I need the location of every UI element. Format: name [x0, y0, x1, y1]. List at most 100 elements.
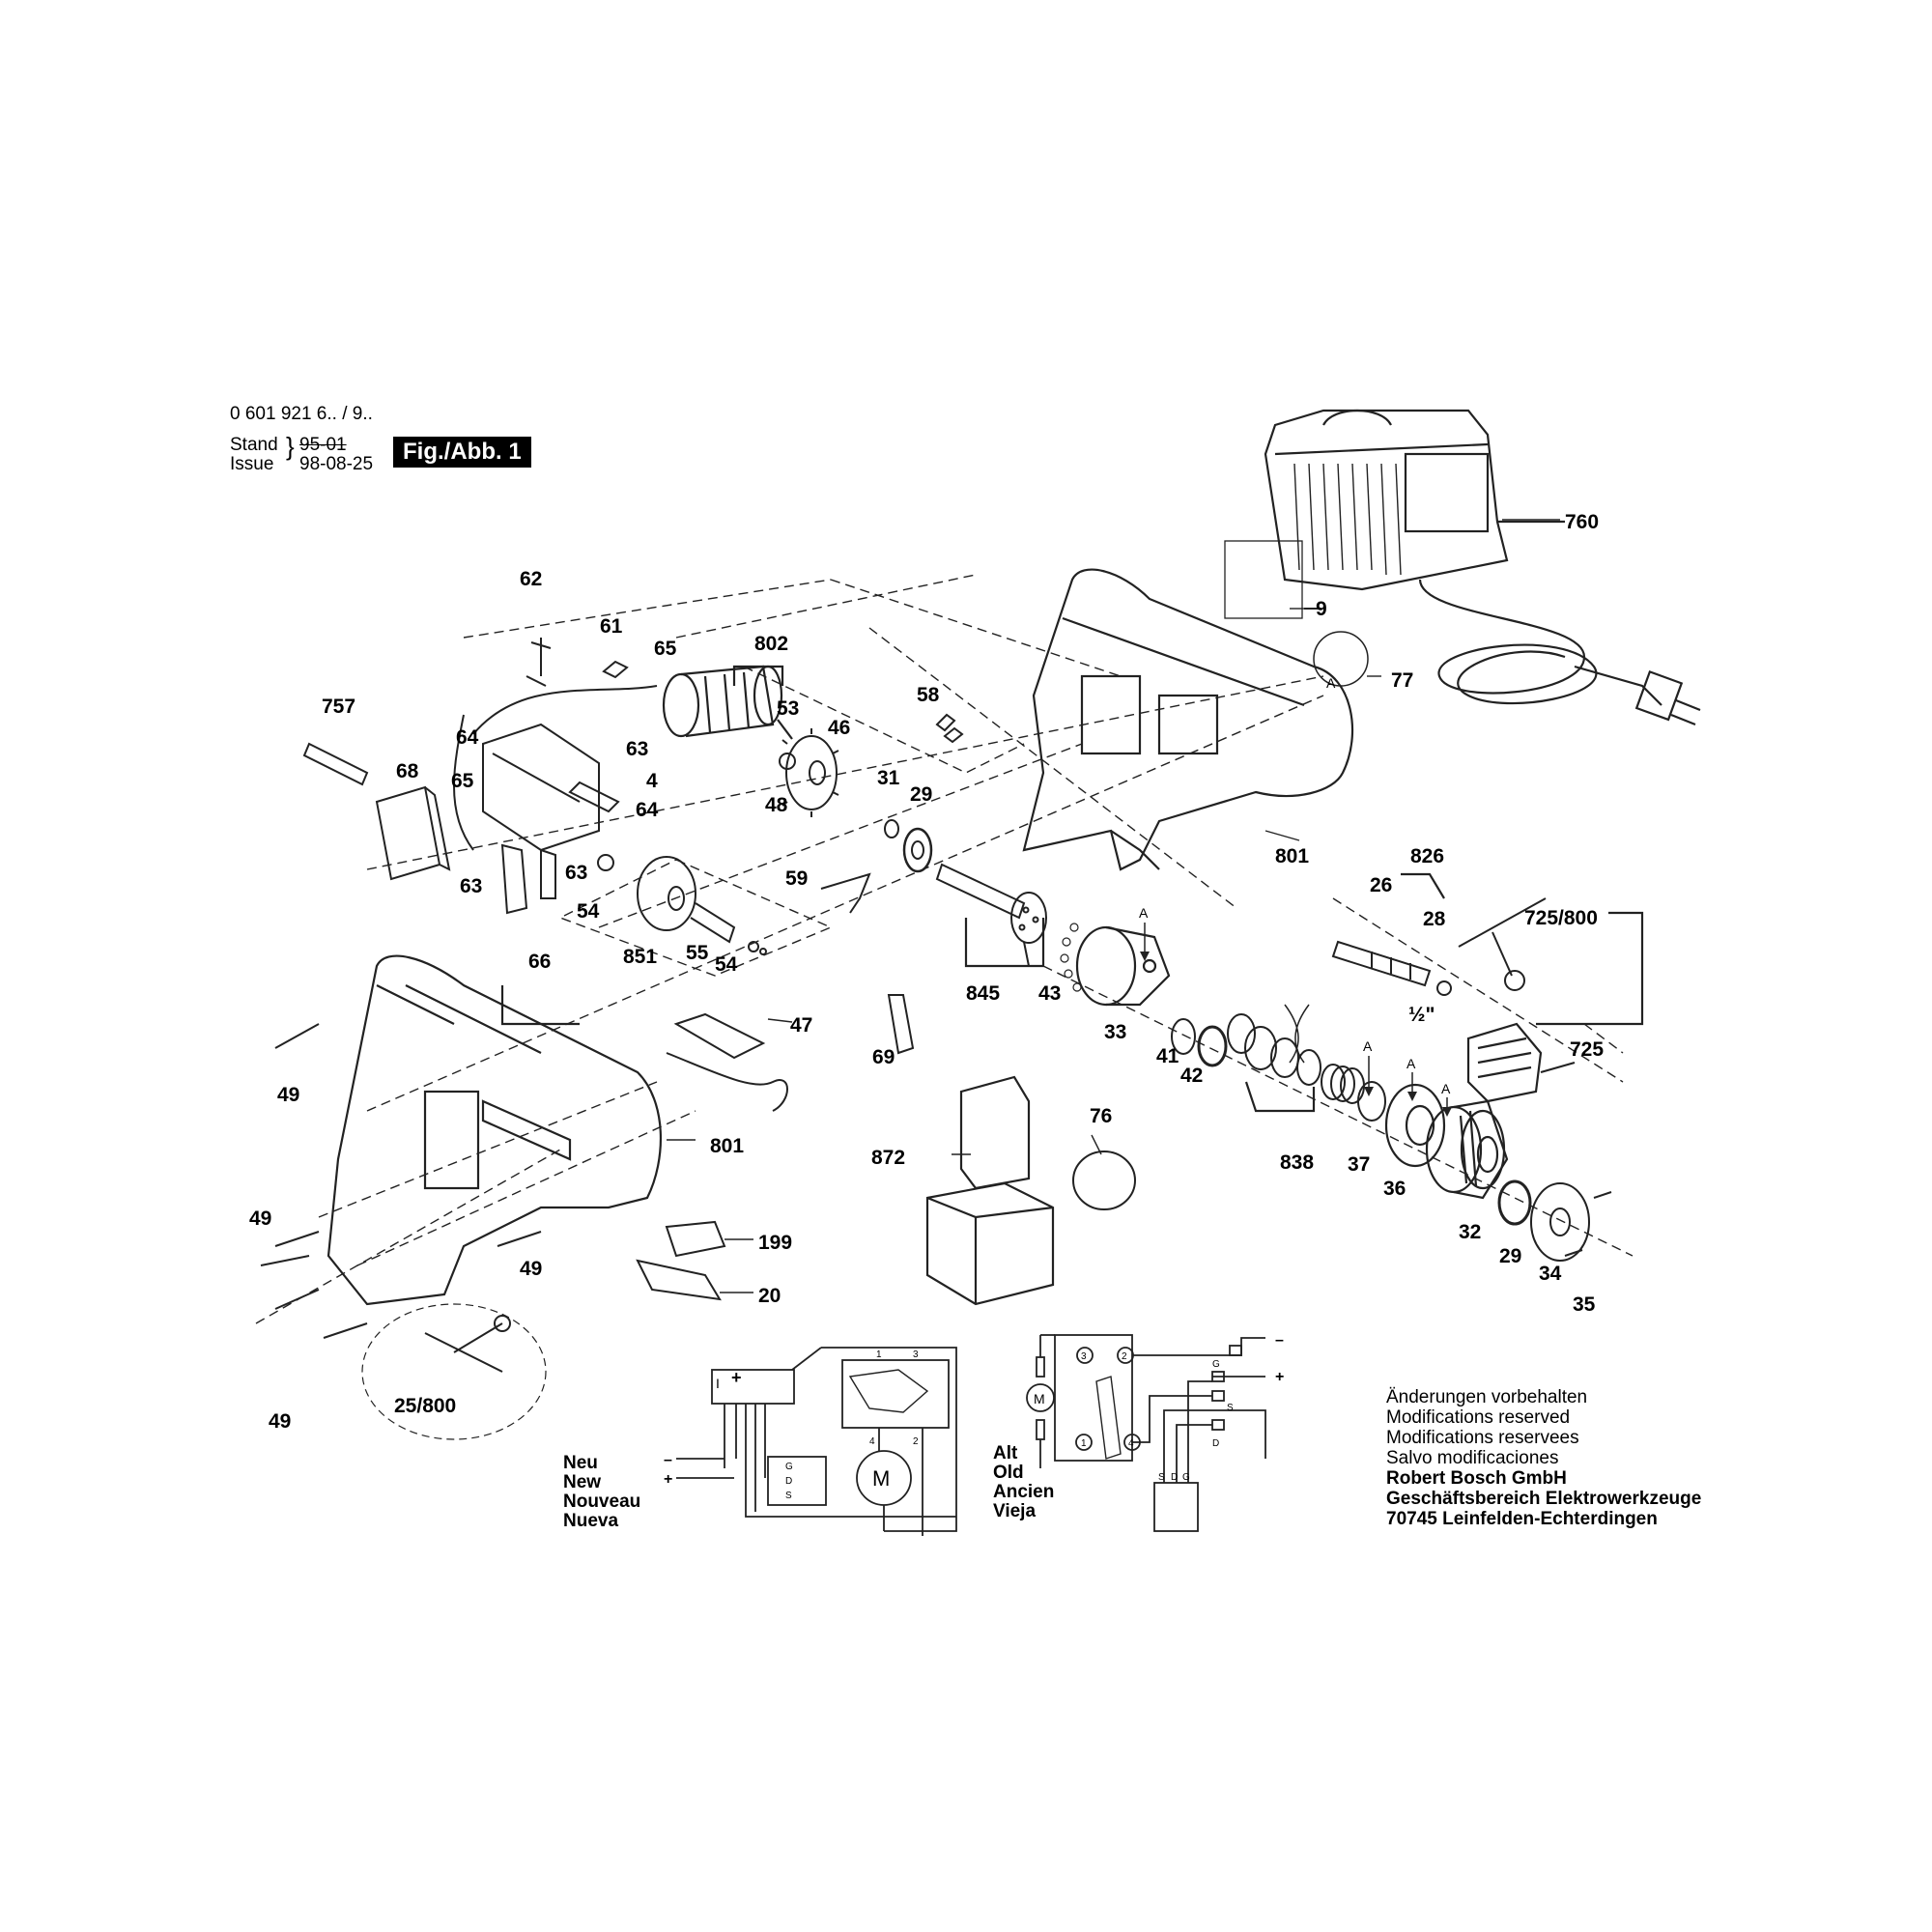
- svg-text:4: 4: [869, 1436, 875, 1447]
- svg-text:–: –: [664, 1452, 672, 1468]
- part-label-20: 20: [758, 1285, 781, 1307]
- old-module: [1153, 1482, 1199, 1532]
- svg-text:A: A: [1139, 905, 1149, 921]
- part-label-37: 37: [1348, 1153, 1370, 1176]
- part-59: [820, 872, 871, 914]
- brace-icon: }: [286, 432, 295, 461]
- chuck-key-725-800: [1458, 897, 1547, 991]
- part-label-36: 36: [1383, 1178, 1406, 1200]
- part-label-42: 42: [1180, 1065, 1203, 1087]
- svg-text:–: –: [1275, 1332, 1284, 1349]
- bearing-29b: [1497, 1179, 1532, 1226]
- motor-m-old: [1026, 1383, 1055, 1412]
- part-label-76: 76: [1090, 1105, 1112, 1127]
- schematic-new-labels: I + – + M G D S 1 3 4 2: [664, 1350, 919, 1501]
- part-label-53: 53: [777, 697, 799, 720]
- clip-wire: [666, 1052, 788, 1112]
- screws-49: [260, 1023, 542, 1339]
- part-label-54b: 54: [715, 953, 738, 976]
- part-label-32: 32: [1459, 1221, 1481, 1243]
- company-name: Robert Bosch GmbH: [1386, 1468, 1567, 1489]
- switch-terminal-block: [711, 1369, 795, 1405]
- part-label-25-800: 25/800: [394, 1395, 456, 1417]
- svg-text:A: A: [1326, 675, 1336, 691]
- ring-36: [1384, 1083, 1446, 1168]
- schematic-old: [1026, 1334, 1266, 1532]
- dot-ring-43: [1060, 923, 1082, 992]
- part-label-4: 4: [646, 770, 658, 792]
- spindle-26: [1331, 940, 1452, 996]
- company-division: Geschäftsbereich Elektrowerkzeuge: [1386, 1489, 1702, 1509]
- nut-63: [597, 854, 614, 871]
- svg-text:+: +: [664, 1471, 672, 1488]
- part-label-43: 43: [1038, 982, 1061, 1005]
- pin-58: [935, 713, 964, 744]
- svg-text:1: 1: [1081, 1438, 1087, 1449]
- part-label-66: 66: [528, 951, 551, 973]
- legend-new: Neu New Nouveau Nueva: [563, 1453, 641, 1531]
- brackets: [500, 665, 1644, 1113]
- part-199: [665, 1220, 726, 1258]
- part-label-58: 58: [917, 684, 940, 706]
- assembly-guide-lines: [255, 574, 1634, 1324]
- company-address: 70745 Leinfelden-Echterdingen: [1386, 1509, 1658, 1529]
- battery-pack: [925, 1075, 1055, 1306]
- switch-unit: [841, 1359, 950, 1429]
- retaining-ring-31: [884, 819, 899, 838]
- part-label-26: 26: [1370, 874, 1392, 896]
- part-label-33: 33: [1104, 1021, 1126, 1043]
- svg-text:3: 3: [913, 1350, 919, 1360]
- gear-851: [637, 856, 767, 955]
- svg-text:M: M: [872, 1466, 890, 1491]
- part-label-46: 46: [828, 717, 850, 739]
- part-label-845: 845: [966, 982, 1000, 1005]
- part-label-28: 28: [1423, 908, 1446, 930]
- drill-chuck: [1466, 1022, 1576, 1103]
- chuck-key-25-800: [361, 1303, 547, 1440]
- part-label-half-inch: ½": [1408, 1004, 1435, 1026]
- part-label-35: 35: [1573, 1293, 1596, 1316]
- part-label-61: 61: [600, 615, 623, 638]
- ring-76: [1072, 1151, 1136, 1210]
- washer-838b: [1244, 1026, 1277, 1070]
- part-label-77: 77: [1391, 669, 1413, 692]
- part-label-760: 760: [1565, 511, 1599, 533]
- part-42: [1197, 1025, 1228, 1067]
- flange-34: [1530, 1182, 1590, 1262]
- part-label-29: 29: [910, 783, 932, 806]
- gear-46: [781, 728, 839, 817]
- stand-label: Stand: [230, 435, 278, 455]
- part-label-41: 41: [1156, 1045, 1179, 1067]
- part-41: [1171, 1018, 1196, 1055]
- svg-text:A: A: [1363, 1038, 1373, 1054]
- clutch-sleeve-32: [1425, 1099, 1509, 1200]
- part-label-63c: 63: [565, 862, 587, 884]
- electronic-module: [767, 1456, 827, 1506]
- part-label-69: 69: [872, 1046, 895, 1068]
- label-plate: [1224, 540, 1303, 619]
- svg-text:G: G: [785, 1462, 793, 1472]
- part-20: [636, 1259, 722, 1301]
- part-label-62: 62: [520, 568, 542, 590]
- housing-half-right: [1022, 568, 1354, 871]
- part-label-48: 48: [765, 794, 788, 816]
- svg-text:A: A: [1406, 1056, 1416, 1071]
- motor: [662, 665, 793, 740]
- legend-old: Alt Old Ancien Vieja: [993, 1443, 1055, 1521]
- revision-notes: Änderungen vorbehalten Modifications res…: [1386, 1387, 1702, 1529]
- battery-charger: [1264, 409, 1701, 726]
- part-label-64: 64: [456, 726, 479, 749]
- housing-half-left: [327, 954, 663, 1306]
- spring-37: [1321, 1064, 1386, 1122]
- svg-text:I: I: [716, 1376, 720, 1391]
- svg-text:D: D: [1212, 1438, 1219, 1449]
- washer-838a: [1227, 1013, 1256, 1054]
- svg-text:D: D: [785, 1476, 792, 1487]
- part-68: [375, 785, 451, 881]
- part-label-801b: 801: [710, 1135, 744, 1157]
- disc-part: [1313, 631, 1369, 687]
- svg-text:S: S: [1227, 1403, 1234, 1413]
- part-label-63b: 63: [460, 875, 482, 897]
- screws-35: [1564, 1191, 1612, 1257]
- date-new: 98-08-25: [299, 454, 374, 474]
